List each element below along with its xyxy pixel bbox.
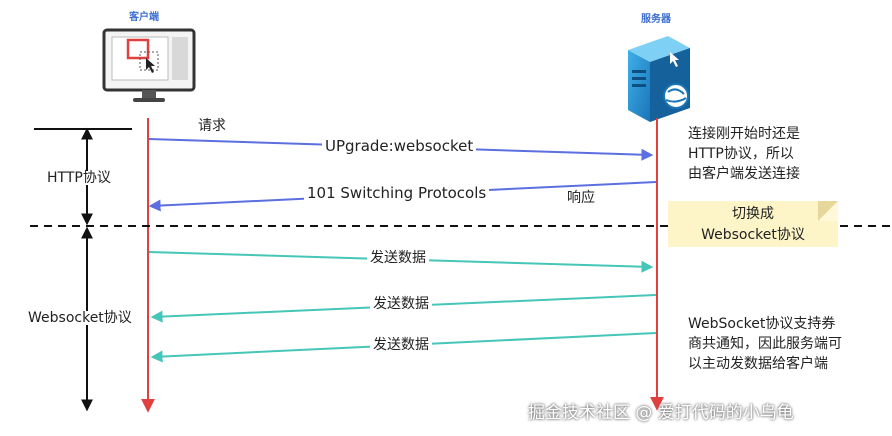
websocket-note: WebSocket协议支持券 商共通知，因此服务端可 以主动发数据给客户端 — [688, 314, 842, 374]
switch-note-line: 切换成 — [732, 206, 774, 222]
server-title: 服务器 — [641, 14, 671, 25]
monitor-icon — [102, 28, 196, 102]
upgrade-label: UPgrade:websocket — [322, 139, 477, 154]
note-fold-corner — [818, 201, 838, 221]
http-note-line: 连接刚开始时还是 — [688, 126, 800, 142]
send-data-label-3: 发送数据 — [370, 338, 432, 352]
websocket-note-line: 商共通知，因此服务端可 — [688, 336, 842, 352]
http-note: 连接刚开始时还是 HTTP协议，所以 由客户端发送连接 — [688, 124, 800, 184]
http-phase-label: HTTP协议 — [44, 171, 114, 185]
websocket-phase-label: Websocket协议 — [25, 311, 135, 325]
send-data-label-2: 发送数据 — [370, 297, 432, 311]
response-label: 响应 — [567, 190, 595, 206]
send-data-label-1: 发送数据 — [367, 251, 429, 265]
watermark: 掘金技术社区 @ 爱打代码的小乌龟 — [528, 403, 794, 423]
switch-note-line: Websocket协议 — [701, 227, 805, 243]
http-note-line: 由客户端发送连接 — [688, 166, 800, 182]
websocket-note-line: 以主动发数据给客户端 — [688, 356, 828, 372]
websocket-note-line: WebSocket协议支持券 — [688, 316, 836, 332]
request-label: 请求 — [198, 118, 226, 134]
http-note-line: HTTP协议，所以 — [688, 146, 794, 162]
client-title: 客户端 — [129, 12, 159, 23]
server-icon — [628, 36, 690, 122]
switch-note-box — [668, 201, 838, 247]
switching-label: 101 Switching Protocols — [304, 186, 490, 201]
